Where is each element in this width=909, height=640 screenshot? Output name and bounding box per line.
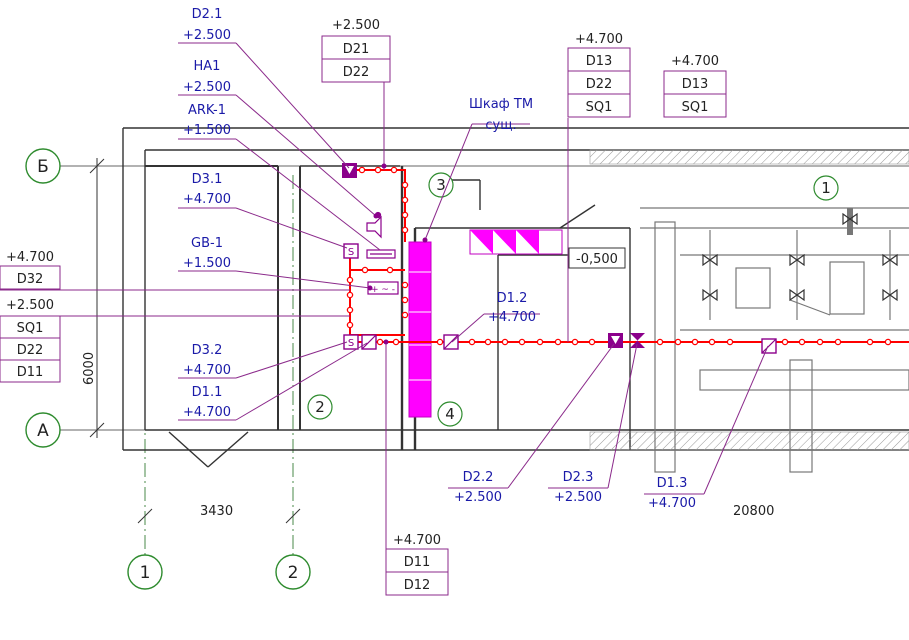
svg-text:D22: D22: [586, 77, 613, 92]
wall-hatch-bottom: [589, 431, 909, 451]
axis-bubble-1: 1: [127, 554, 163, 590]
callout-ha1-name: HA1: [194, 59, 221, 74]
svg-text:S: S: [348, 338, 354, 349]
room-number-3: 3: [428, 172, 454, 198]
tag-table-top3: +4.700 D13 SQ1: [663, 54, 727, 118]
equipment-row: [469, 229, 563, 255]
svg-text:А: А: [37, 421, 49, 441]
svg-text:2: 2: [288, 563, 299, 583]
callout-ark1-elev: +1.500: [183, 123, 231, 138]
svg-text:+4.700: +4.700: [6, 250, 54, 265]
device-d2-3: [630, 333, 645, 348]
callout-d2-1-name: D2.1: [192, 7, 223, 22]
svg-text:+2.500: +2.500: [332, 18, 380, 33]
callout-d3-2-name: D3.2: [192, 343, 223, 358]
callout-d1-3-elev: +4.700: [648, 496, 696, 511]
cabinet-label-line1: Шкаф ТМ: [469, 97, 533, 112]
svg-text:+4.700: +4.700: [671, 54, 719, 69]
device-d3-2: S: [343, 334, 359, 350]
cabinet-panel: [408, 241, 432, 418]
svg-text:SQ1: SQ1: [586, 100, 613, 115]
dimension-3430: 3430: [200, 504, 233, 519]
svg-text:+ ~ -: + ~ -: [371, 285, 395, 295]
device-d1-3: [761, 338, 777, 354]
device-d1-2: [443, 334, 459, 350]
tag-table-left: +4.700 D32 +2.500 SQ1 D22 D11: [0, 250, 61, 383]
level-mark: -0,500: [568, 247, 626, 269]
svg-text:D11: D11: [404, 555, 431, 570]
device-d2-1: [342, 163, 357, 178]
svg-text:1: 1: [140, 563, 151, 583]
callout-d1-1-elev: +4.700: [183, 405, 231, 420]
svg-text:4: 4: [445, 405, 455, 423]
dimension-6000: 6000: [82, 352, 97, 385]
svg-text:D13: D13: [682, 77, 709, 92]
tag-table-top1: +2.500 D21 D22: [321, 18, 391, 83]
svg-text:-0,500: -0,500: [576, 252, 618, 267]
dimension-20800: 20800: [733, 504, 774, 519]
svg-text:D32: D32: [17, 272, 44, 287]
callout-d3-1-name: D3.1: [192, 172, 223, 187]
device-d3-1: S: [343, 243, 359, 259]
svg-text:2: 2: [315, 398, 325, 416]
svg-text:1: 1: [821, 179, 831, 197]
valves: [702, 212, 898, 302]
leader-dots: [367, 163, 428, 345]
callout-gb1-name: GB-1: [191, 236, 223, 251]
svg-text:SQ1: SQ1: [17, 321, 44, 336]
room-number-2: 2: [307, 394, 333, 420]
callout-ark1-name: ARK-1: [188, 103, 226, 118]
callout-d3-1-elev: +4.700: [183, 192, 231, 207]
room-number-4: 4: [437, 401, 463, 427]
callout-d1-2-elev: +4.700: [488, 310, 536, 325]
svg-text:3: 3: [436, 176, 446, 194]
callout-d2-3-name: D2.3: [563, 470, 594, 485]
svg-text:D13: D13: [586, 54, 613, 69]
svg-text:+4.700: +4.700: [393, 533, 441, 548]
axis-bubble-b: Б: [25, 148, 61, 184]
callout-d3-2-elev: +4.700: [183, 363, 231, 378]
gb-1-box-icon: + ~ -: [367, 281, 399, 295]
svg-text:Б: Б: [37, 157, 49, 177]
svg-text:S: S: [348, 247, 354, 258]
svg-text:SQ1: SQ1: [682, 100, 709, 115]
svg-text:+4.700: +4.700: [575, 32, 623, 47]
pipework: [640, 207, 909, 473]
cable-dots: [346, 166, 892, 346]
device-d1-1: [361, 334, 377, 350]
svg-text:D22: D22: [17, 343, 44, 358]
ark-1-box-icon: [366, 249, 396, 259]
callout-d1-3-name: D1.3: [657, 476, 688, 491]
callout-ha1-elev: +2.500: [183, 80, 231, 95]
svg-text:D22: D22: [343, 65, 370, 80]
device-d2-2: [608, 333, 623, 348]
callout-gb1-elev: +1.500: [183, 256, 231, 271]
svg-text:+2.500: +2.500: [6, 298, 54, 313]
callout-d2-3-elev: +2.500: [554, 490, 602, 505]
callout-d2-2-elev: +2.500: [454, 490, 502, 505]
callout-d2-2-name: D2.2: [463, 470, 494, 485]
axis-bubble-2: 2: [275, 554, 311, 590]
svg-text:D11: D11: [17, 365, 44, 380]
svg-text:D12: D12: [404, 578, 431, 593]
callout-d1-2-name: D1.2: [497, 291, 528, 306]
tag-table-top2: +4.700 D13 D22 SQ1: [567, 32, 631, 118]
tag-table-bottom: +4.700 D11 D12: [385, 533, 449, 596]
callout-d2-1-elev: +2.500: [183, 28, 231, 43]
axis-bubble-a: А: [25, 412, 61, 448]
room-number-1: 1: [813, 175, 839, 201]
wall-hatch-top: [589, 149, 909, 165]
cabinet-label-line2: сущ.: [485, 118, 516, 133]
callout-d1-1-name: D1.1: [192, 385, 223, 400]
svg-text:D21: D21: [343, 42, 370, 57]
